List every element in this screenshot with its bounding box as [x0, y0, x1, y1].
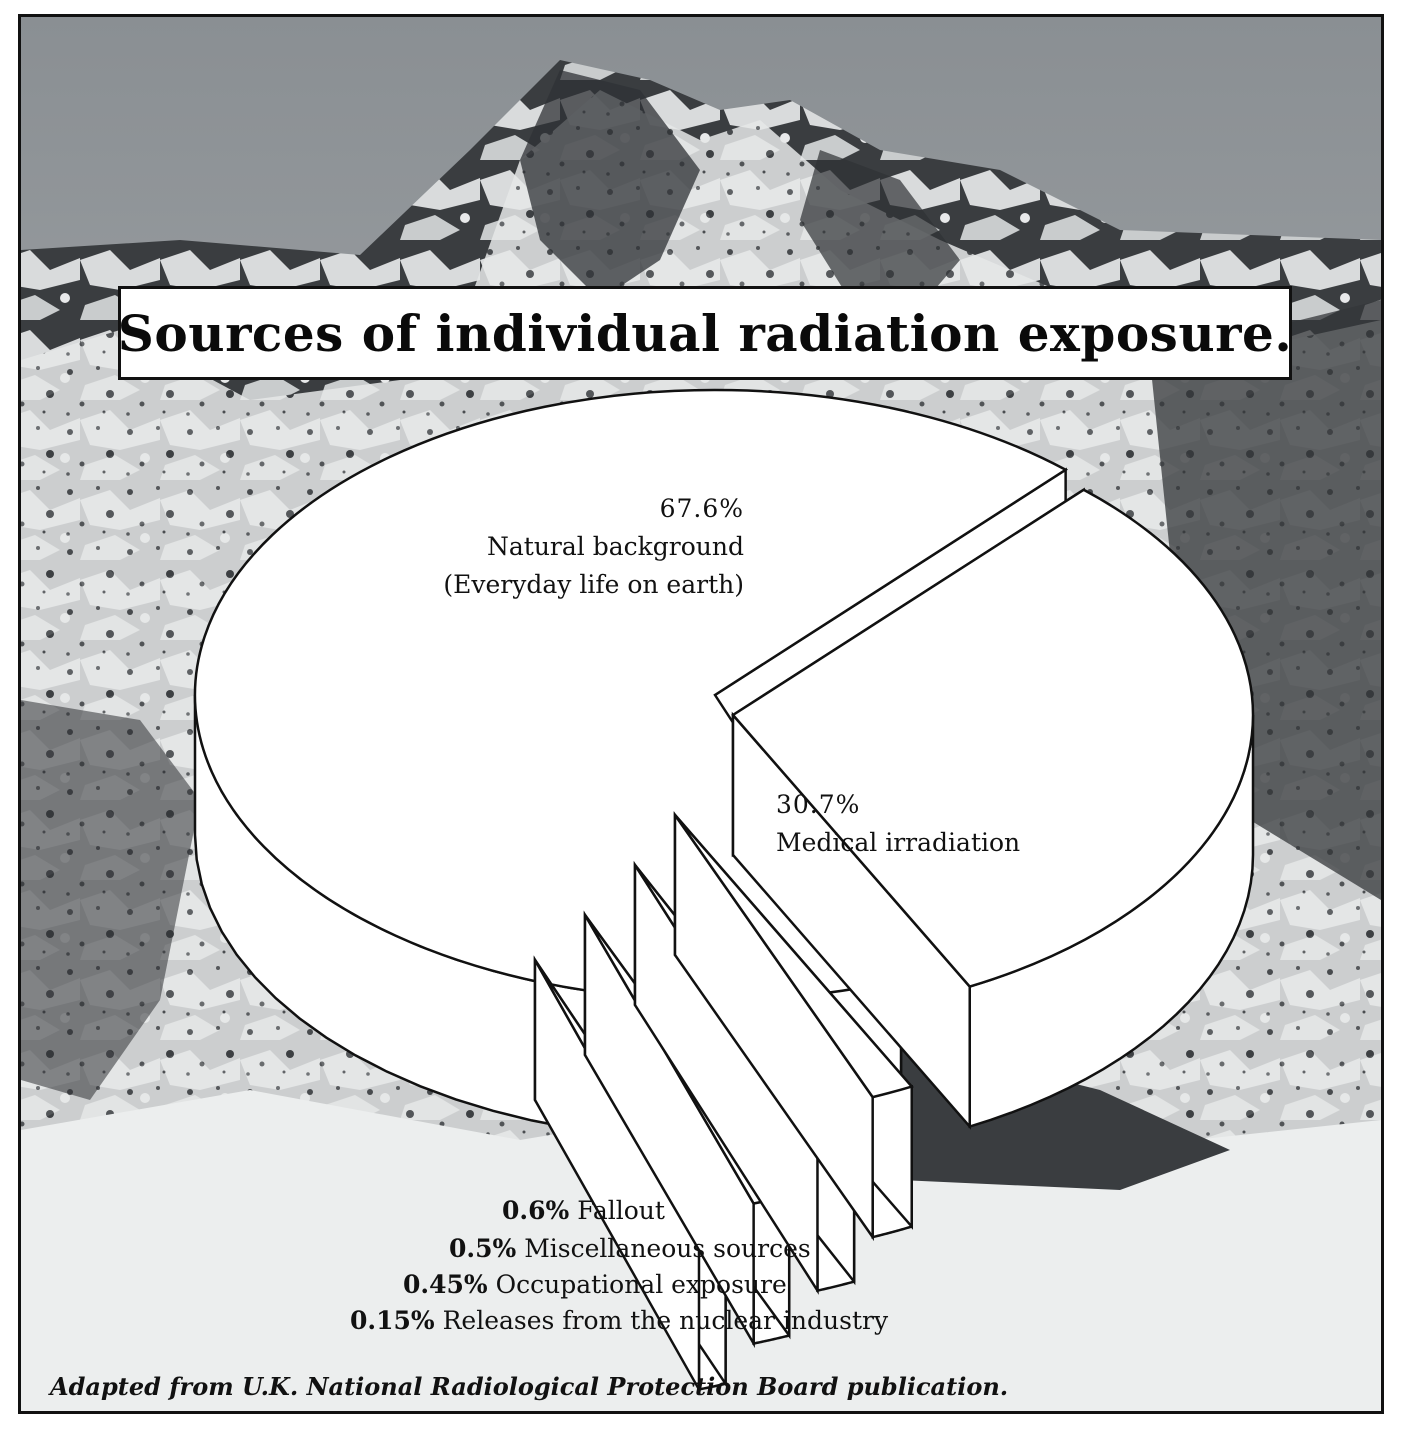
- slice-label-miscellaneous: Miscellaneous sources: [524, 1234, 811, 1263]
- slice-sublabel-natural-background: (Everyday life on earth): [443, 570, 744, 599]
- slice-label-medical-irradiation: Medical irradiation: [776, 828, 1021, 857]
- slice-label-natural-background: Natural background: [487, 532, 744, 561]
- slice-legend-occupational: 0.45% Occupational exposure: [403, 1270, 787, 1299]
- chart-title: Sources of individual radiation exposure…: [117, 303, 1293, 363]
- slice-value-occupational: 0.45%: [403, 1270, 488, 1299]
- slice-value-medical-irradiation: 30.7%: [776, 790, 861, 819]
- image-border: [18, 14, 1384, 1414]
- source-credit: Adapted from U.K. National Radiological …: [50, 1372, 1009, 1401]
- slice-label-occupational: Occupational exposure: [495, 1270, 787, 1299]
- title-box: Sources of individual radiation exposure…: [118, 286, 1292, 380]
- slice-legend-fallout: 0.6% Fallout: [502, 1196, 665, 1225]
- slice-legend-nuclear-industry: 0.15% Releases from the nuclear industry: [350, 1306, 888, 1335]
- slice-value-natural-background: 67.6%: [659, 494, 744, 523]
- slice-value-nuclear-industry: 0.15%: [350, 1306, 435, 1335]
- slice-value-miscellaneous: 0.5%: [449, 1234, 517, 1263]
- slice-value-fallout: 0.6%: [502, 1196, 570, 1225]
- slice-label-nuclear-industry: Releases from the nuclear industry: [442, 1306, 889, 1335]
- slice-label-fallout: Fallout: [577, 1196, 665, 1225]
- pie-slice-medical-irradiation: [731, 487, 1255, 1130]
- pie-slice-fallout: [673, 811, 914, 1242]
- slice-legend-miscellaneous: 0.5% Miscellaneous sources: [449, 1234, 811, 1263]
